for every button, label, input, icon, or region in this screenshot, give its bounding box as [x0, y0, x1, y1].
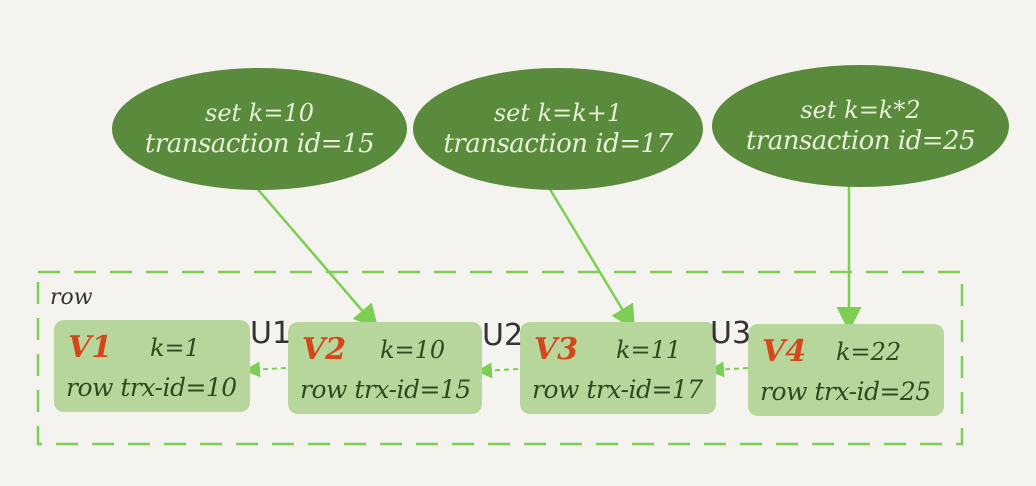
- transaction-id-text: transaction id=15: [144, 129, 375, 159]
- version-label: V2: [302, 332, 347, 367]
- trx15-to-v2-arrow: [254, 185, 379, 330]
- version-label: V1: [68, 330, 113, 365]
- undo-u3-arrow: [708, 361, 749, 378]
- version-box-v2: V2 k=10 row trx-id=15: [288, 322, 482, 414]
- undo-u2-arrow: [476, 362, 519, 379]
- statement-text: set k=k*2: [800, 96, 921, 124]
- k-value: k=22: [836, 338, 902, 366]
- transaction-bubble: set k=10 transaction id=15: [112, 68, 407, 190]
- transaction-bubble: set k=k*2 transaction id=25: [712, 65, 1009, 187]
- k-value: k=11: [616, 336, 682, 364]
- row-label: row: [50, 285, 93, 310]
- transaction-id-text: transaction id=17: [443, 129, 673, 159]
- transaction-bubble: set k=k+1 transaction id=17: [413, 68, 703, 190]
- trx17-to-v3-arrow: [546, 185, 636, 331]
- statement-text: set k=k+1: [493, 99, 623, 127]
- k-value: k=1: [150, 334, 200, 362]
- version-label: V4: [762, 334, 807, 369]
- row-trx-id: row trx-id=15: [300, 375, 471, 404]
- undo-log-u2: U2: [482, 318, 524, 353]
- version-box-v4: V4 k=22 row trx-id=25: [748, 324, 944, 416]
- version-label: V3: [534, 332, 579, 367]
- version-box-v3: V3 k=11 row trx-id=17: [520, 322, 716, 414]
- undo-u1-arrow: [244, 361, 287, 378]
- row-trx-id: row trx-id=10: [66, 373, 237, 402]
- undo-log-u3: U3: [710, 316, 752, 351]
- row-container: [36, 270, 964, 446]
- undo-log-u1: U1: [250, 316, 292, 351]
- row-trx-id: row trx-id=17: [532, 375, 703, 404]
- statement-text: set k=10: [205, 99, 314, 127]
- row-trx-id: row trx-id=25: [760, 377, 931, 406]
- transaction-id-text: transaction id=25: [745, 126, 976, 156]
- version-box-v1: V1 k=1 row trx-id=10: [54, 320, 250, 412]
- k-value: k=10: [380, 336, 446, 364]
